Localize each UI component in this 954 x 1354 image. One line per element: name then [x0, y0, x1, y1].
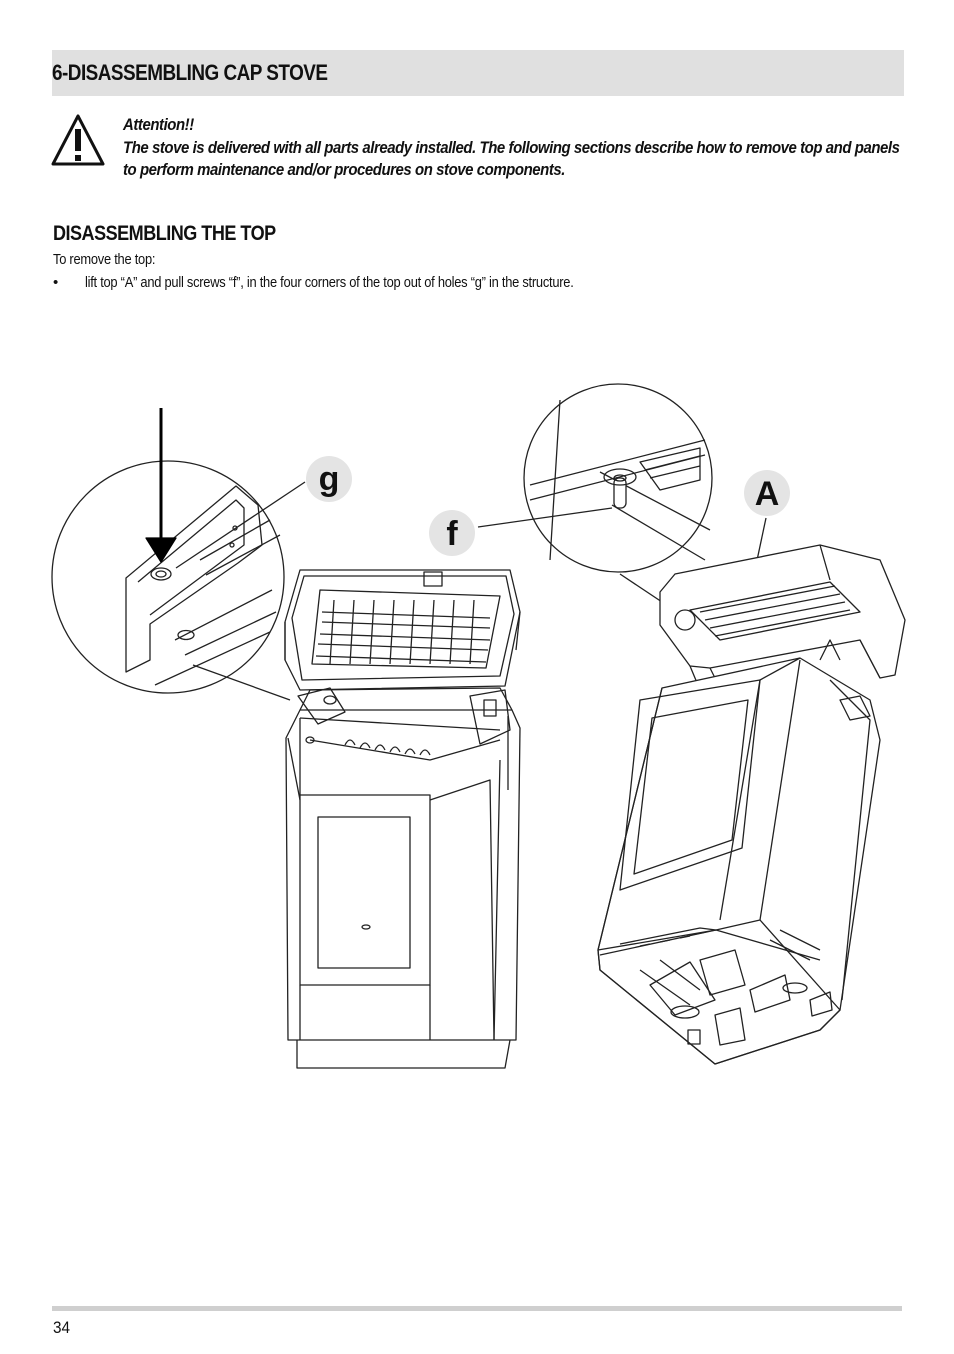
stove-standing	[284, 569, 521, 1069]
detail-link-left	[192, 664, 291, 701]
pointer-arrow-head	[145, 537, 177, 563]
callout-g: g	[306, 456, 352, 502]
footer-divider	[52, 1306, 902, 1311]
attention-heading: Attention!!	[123, 115, 194, 134]
instruction-text: lift top “A” and pull screws “f”, in the…	[85, 274, 574, 291]
bullet-marker: •	[53, 274, 59, 291]
leader-line-f	[477, 507, 613, 528]
section-subtitle: DISASSEMBLING THE TOP	[53, 222, 276, 245]
callout-f: f	[429, 510, 475, 556]
stove-tilted	[597, 544, 906, 1065]
detail-circle-screw	[523, 383, 713, 573]
stove-disassembly-illustration: g f A	[51, 383, 906, 1069]
attention-note: Attention!! The stove is delivered with …	[123, 114, 900, 182]
attention-body: The stove is delivered with all parts al…	[123, 137, 900, 180]
callout-a: A	[744, 470, 790, 516]
intro-text: To remove the top:	[53, 251, 156, 268]
detail-circle-hole	[51, 460, 285, 694]
callout-label-f: f	[446, 515, 458, 553]
callout-label-g: g	[319, 460, 340, 498]
warning-triangle-icon	[51, 114, 105, 166]
page-number: 34	[53, 1318, 71, 1337]
callout-label-a: A	[755, 475, 780, 513]
leader-line-g	[175, 481, 306, 569]
section-header-bar: 6-DISASSEMBLING CAP STOVE	[52, 50, 904, 96]
page-title: 6-DISASSEMBLING CAP STOVE	[52, 60, 328, 85]
